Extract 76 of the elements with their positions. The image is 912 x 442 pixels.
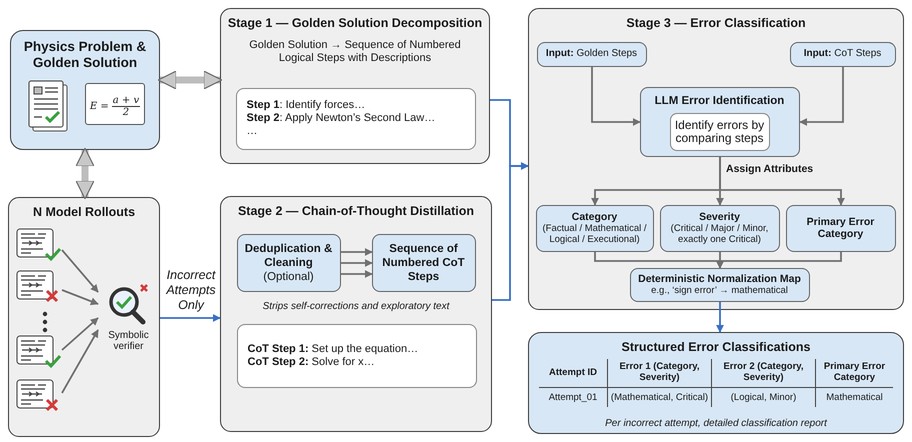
box-text: Step 2: Apply Newton’s Second Law… (246, 112, 436, 125)
box-text: Category (572, 211, 618, 223)
arrow (341, 270, 373, 278)
arrow (61, 249, 99, 293)
box-text: Input: Golden Steps (546, 48, 638, 60)
table-header: Error 1 (Category, Severity) (607, 359, 711, 388)
arrow (61, 317, 99, 351)
table-cell: (Mathematical, Critical) (607, 388, 711, 407)
table-cell: (Logical, Minor) (711, 388, 815, 407)
formula-text: E = (90, 101, 109, 112)
table-cell: Mathematical (815, 388, 893, 407)
arrow (341, 248, 373, 256)
process-box (786, 204, 896, 252)
formula-text: a + v (112, 95, 140, 107)
arrow (61, 329, 99, 394)
text-card (236, 88, 476, 150)
text-card (670, 112, 770, 150)
process-box (630, 268, 810, 302)
box-text: LLM Error Identification (654, 94, 786, 108)
arrow (591, 67, 641, 126)
process-box (536, 204, 654, 252)
arrow (716, 302, 724, 333)
arrow (160, 314, 221, 322)
panel-title: Stage 2 — Chain-of-Thought Distillation (236, 204, 476, 219)
process-box (536, 42, 646, 66)
note-text: Per incorrect attempt, detailed classification report (604, 418, 828, 429)
box-text: Identify errors by comparing steps (674, 118, 764, 144)
process-box (640, 86, 800, 156)
table-header: Attempt ID (539, 359, 607, 388)
box-text: Primary Error Category (806, 216, 876, 240)
table-header: Error 2 (Category, Severity) (711, 359, 815, 388)
box-text: (Factual / Mathematical / Logical / Executional) (541, 223, 648, 245)
box-text: Symbolic verifier (107, 330, 150, 352)
table-header: Primary Error Category (815, 359, 893, 388)
box-text: CoT Step 2: Solve for x… (248, 356, 376, 368)
stage-panel (528, 8, 904, 310)
box-text: … (246, 125, 258, 138)
formula-text: 2 (122, 107, 130, 118)
edge-label: Incorrect Attempts Only (163, 268, 219, 313)
table-cell-text: Attempt_01 (548, 391, 598, 405)
box-text: (Critical / Major / Minor, exactly one Critical) (670, 223, 770, 245)
document-icon (16, 228, 62, 262)
process-box (236, 234, 340, 292)
process-box (660, 204, 780, 252)
panel-title: Structured Error Classifications (620, 340, 812, 355)
note-text: Strips self-corrections and exploratory text (262, 301, 451, 312)
arrow (341, 259, 373, 267)
double-arrow (75, 148, 95, 200)
stage-panel (220, 8, 490, 164)
box-text: CoT Step 1: Set up the equation… (248, 342, 420, 356)
arrow (492, 162, 529, 301)
panel-title: N Model Rollouts (32, 205, 136, 220)
double-arrow (158, 70, 222, 90)
box-text: Severity (699, 211, 740, 223)
box-text: Golden Solution → Sequence of Numbered Logical Steps with Descriptions (248, 39, 462, 65)
process-box (372, 234, 476, 292)
stage-panel (8, 197, 160, 437)
box-text: e.g., ‘sign error’ → mathematical (650, 285, 789, 296)
stage-panel (220, 196, 492, 432)
document-icon (16, 334, 62, 368)
arrow (716, 252, 842, 269)
box-text: Deduplication & Cleaning (Optional) (244, 242, 334, 284)
panel (528, 332, 904, 434)
process-box (790, 42, 896, 66)
text-card (236, 324, 476, 388)
box-text: Step 1: Identify forces… (246, 99, 366, 112)
box-text: Deterministic Normalization Map (638, 273, 801, 285)
arrow (799, 67, 844, 126)
box-text: Input: CoT Steps (804, 48, 882, 60)
panel-title: Stage 3 — Error Classification (625, 16, 807, 31)
panel-title: Stage 1 — Golden Solution Decomposition (226, 16, 484, 31)
panel-title: Physics Problem & Golden Solution (22, 39, 148, 71)
edge-label: Assign Attributes (726, 163, 814, 176)
arrow (62, 289, 99, 306)
box-text: Sequence of Numbered CoT Steps (381, 242, 466, 284)
panel (10, 30, 160, 150)
